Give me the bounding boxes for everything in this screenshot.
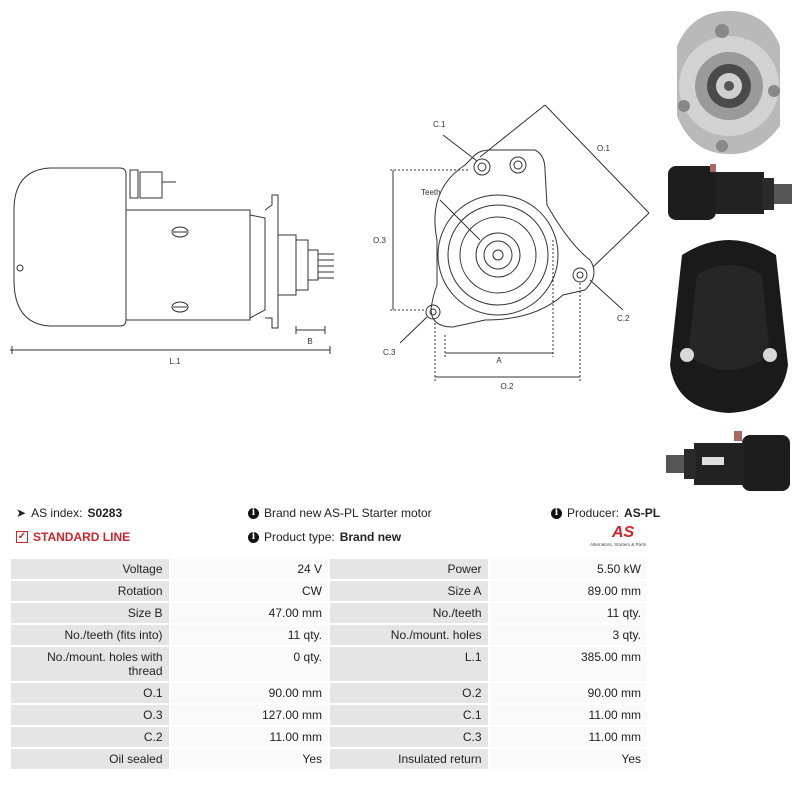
spec-label: No./mount. holes: [330, 625, 488, 645]
logo-mark: AS: [612, 524, 635, 541]
spec-value: 11.00 mm: [489, 727, 647, 747]
dim-label-o3: O.3: [373, 236, 386, 245]
dim-label-l1: L.1: [169, 357, 181, 366]
product-description: i Brand new AS-PL Starter motor: [248, 506, 432, 520]
spec-value: 127.00 mm: [170, 705, 328, 725]
photo-side-view: [662, 158, 796, 230]
spec-value: CW: [170, 581, 328, 601]
tag-icon: ➤: [16, 506, 27, 520]
as-index-label: AS index:: [31, 506, 83, 520]
spec-value: 11.00 mm: [489, 705, 647, 725]
info-icon: i: [248, 507, 259, 519]
spec-label: C.1: [330, 705, 488, 725]
spec-label: C.2: [11, 727, 169, 747]
spec-label: Voltage: [11, 559, 169, 579]
spec-value: 11 qty.: [489, 603, 647, 623]
product-type-label: Product type:: [264, 530, 335, 544]
spec-value: 90.00 mm: [170, 683, 328, 703]
photo-front-flange: [662, 6, 796, 156]
producer-label: Producer:: [567, 506, 620, 520]
table-row: No./teeth (fits into)11 qty.No./mount. h…: [11, 625, 647, 645]
spec-value: 89.00 mm: [489, 581, 647, 601]
spec-value: 90.00 mm: [489, 683, 647, 703]
as-pl-logo: AS Alternators, Starters & Parts: [586, 524, 650, 552]
spec-label: O.1: [11, 683, 169, 703]
spec-label: Rotation: [11, 581, 169, 601]
as-index: ➤ AS index: S0283: [16, 506, 122, 520]
spec-label: L.1: [330, 647, 488, 681]
standard-line-badge: ✓ STANDARD LINE: [16, 530, 130, 544]
spec-label: O.3: [11, 705, 169, 725]
checkbox-icon: ✓: [16, 531, 28, 543]
spec-label: Insulated return: [330, 749, 488, 769]
photo-rear-cap: [662, 235, 796, 420]
dim-label-b: B: [307, 337, 312, 346]
spec-value: 11.00 mm: [170, 727, 328, 747]
spec-label: Size A: [330, 581, 488, 601]
spec-value: 0 qty.: [170, 647, 328, 681]
info-icon: i: [551, 507, 562, 519]
spec-value: 24 V: [170, 559, 328, 579]
dim-label-a: A: [496, 356, 502, 365]
spec-value: 5.50 kW: [489, 559, 647, 579]
dim-label-c1: C.1: [433, 120, 446, 129]
producer-value: AS-PL: [624, 506, 661, 520]
logo-tagline: Alternators, Starters & Parts: [589, 542, 647, 547]
as-index-value: S0283: [87, 506, 123, 520]
spec-label: Oil sealed: [11, 749, 169, 769]
spec-value: 11 qty.: [170, 625, 328, 645]
product-type-value: Brand new: [339, 530, 402, 544]
standard-line-label: STANDARD LINE: [33, 530, 131, 544]
photo-side-view-rotated: [662, 425, 796, 500]
spec-label: C.3: [330, 727, 488, 747]
spec-value: Yes: [489, 749, 647, 769]
spec-value: Yes: [170, 749, 328, 769]
dim-label-teeth: Teeth: [421, 188, 441, 197]
product-description-text: Brand new AS-PL Starter motor: [264, 506, 432, 520]
dim-label-o2: O.2: [501, 382, 514, 391]
product-type: i Product type: Brand new: [248, 530, 401, 544]
spec-value: 3 qty.: [489, 625, 647, 645]
spec-label: O.2: [330, 683, 488, 703]
dim-label-o1: O.1: [597, 144, 610, 153]
spec-value: 47.00 mm: [170, 603, 328, 623]
info-icon: i: [248, 531, 259, 543]
spec-value: 385.00 mm: [489, 647, 647, 681]
dim-label-c3: C.3: [383, 348, 396, 357]
side-view-drawing: B L.1: [10, 167, 334, 366]
front-view-drawing: C.1 O.1 O.3 Teeth C.2 C.3 A O.2: [373, 104, 650, 391]
spec-label: No./mount. holes with thread: [11, 647, 169, 681]
spec-label: Power: [330, 559, 488, 579]
producer: i Producer: AS-PL: [551, 506, 660, 520]
spec-label: No./teeth (fits into): [11, 625, 169, 645]
spec-label: Size B: [11, 603, 169, 623]
spec-label: No./teeth: [330, 603, 488, 623]
dim-label-c2: C.2: [617, 314, 630, 323]
